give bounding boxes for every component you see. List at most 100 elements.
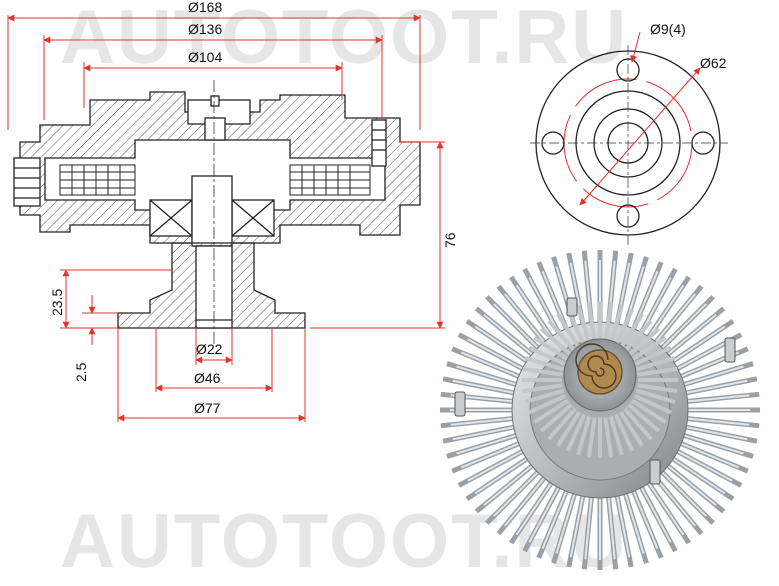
inner-fins [522,302,678,458]
bimetal-stud [204,117,226,141]
labyrinth-right [289,164,371,196]
label-pilot: Ø46 [194,370,221,386]
studs [454,297,736,485]
fin [622,488,645,554]
nut-top [210,95,220,107]
front-view [530,45,728,245]
fin [533,398,570,424]
fin [603,302,614,343]
fin [565,413,587,452]
fin [474,325,533,366]
fin [657,303,707,353]
fin [671,447,733,482]
fin [615,490,631,558]
product-photo [440,250,760,570]
fin [681,417,750,426]
fin [539,403,573,433]
fin [461,351,525,380]
fin [630,485,659,549]
fin [630,336,667,362]
fin [623,407,653,441]
label-pcd: Ø62 [700,55,727,71]
fin [681,394,750,403]
fin [456,432,522,455]
fin [493,303,543,353]
cooling-fins [440,250,760,570]
label-step: 23.5 [49,289,65,316]
fin [547,319,577,353]
fin [630,398,667,424]
fin [528,345,567,367]
fin [662,314,717,359]
fin [547,407,577,441]
fin [667,454,726,495]
label-flange: 2.5 [73,362,89,382]
fin [452,379,520,395]
label-height: 76 [442,232,458,248]
label-base: Ø77 [194,400,221,416]
fin [680,379,748,395]
fin [556,410,582,447]
fin [635,388,676,404]
fin [633,345,672,367]
fin [539,327,573,357]
fin [556,313,582,350]
fin [637,481,672,543]
fin [627,403,661,433]
fin [483,314,538,359]
fin [528,393,567,415]
label-outer-diameter: Ø168 [188,0,222,15]
fin [603,417,614,458]
label-inner-diameter: Ø104 [188,49,222,65]
fin [675,440,739,469]
fin [678,365,744,388]
fin [608,304,624,345]
fin [671,338,733,373]
label-mid-diameter: Ø136 [188,21,222,37]
fin [456,365,522,388]
fin [618,410,644,447]
fin [461,440,525,469]
fin [586,417,597,458]
fin [474,454,533,495]
fin [504,472,549,527]
fin [623,319,653,353]
fin [627,327,661,357]
fin [576,304,592,345]
fin [467,338,529,373]
fin [584,491,593,560]
label-bore: Ø22 [196,341,223,357]
fin [483,461,538,506]
fin [524,388,565,404]
fin [613,413,635,452]
fin [533,336,570,362]
fin [450,417,519,426]
fin [644,284,685,343]
fin [576,415,592,456]
fin [644,477,685,536]
fin [608,415,624,456]
fin [586,302,597,343]
fin [452,425,520,441]
fin [657,467,707,517]
fin [678,432,744,455]
fin [569,490,585,558]
dimensions [7,14,445,422]
shaft [191,175,233,247]
fin [618,313,644,350]
fin [467,447,529,482]
bolt-left [13,157,41,207]
fin [613,308,635,347]
dimension-labels: Ø168 Ø136 Ø104 76 23.5 2.5 Ø22 Ø46 Ø77 Ø… [49,0,727,416]
fin [555,488,578,554]
fin [522,366,563,377]
label-holes: Ø9(4) [650,21,686,37]
fin [515,284,556,343]
fin [637,366,678,377]
labyrinth-left [59,164,136,196]
fin [662,461,717,506]
fin [667,325,726,366]
fin [651,293,696,348]
